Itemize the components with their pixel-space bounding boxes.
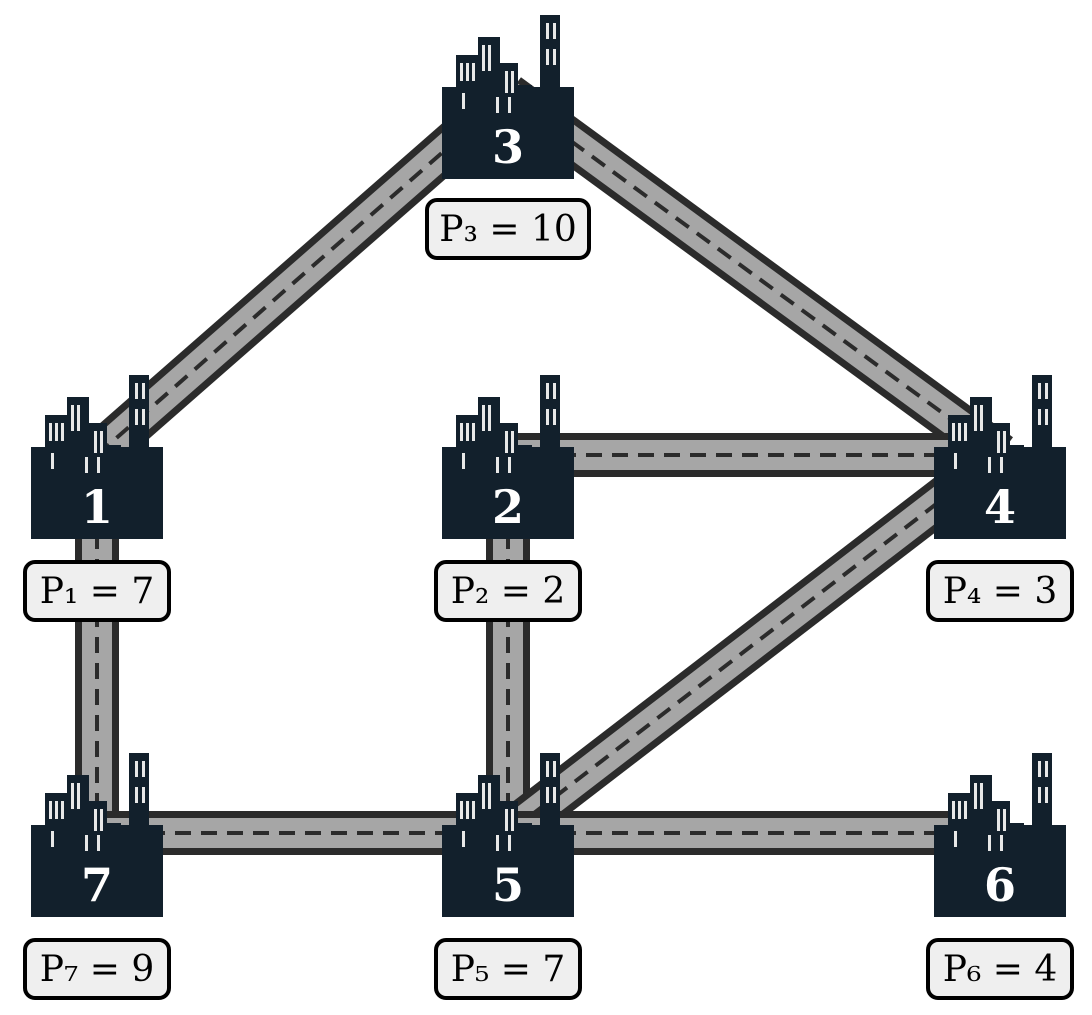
population-label-box bbox=[23, 938, 171, 1000]
city-building-icon bbox=[934, 753, 1066, 917]
road-surface bbox=[498, 443, 1010, 845]
population-label-box bbox=[425, 198, 591, 260]
population-label: P₄ = 3 bbox=[926, 560, 1074, 622]
city-building-icon bbox=[442, 15, 574, 179]
road-centerline bbox=[95, 93, 510, 457]
road-centerline bbox=[506, 93, 1002, 457]
population-label-text: P₇ = 9 bbox=[40, 949, 155, 990]
city-building-icon bbox=[442, 753, 574, 917]
city-building-icon bbox=[442, 375, 574, 539]
population-label-text: P₆ = 4 bbox=[943, 949, 1058, 990]
road-3-4 bbox=[495, 77, 1013, 473]
population-label-text: P₃ = 10 bbox=[439, 209, 577, 250]
road-1-3 bbox=[82, 78, 523, 472]
population-label: P₂ = 2 bbox=[434, 560, 582, 622]
city-node-7: 7 bbox=[31, 753, 163, 917]
city-number: 7 bbox=[81, 858, 113, 912]
city-number: 5 bbox=[492, 858, 524, 912]
city-node-4: 4 bbox=[934, 375, 1066, 539]
population-label-text: P₄ = 3 bbox=[943, 571, 1058, 612]
population-label: P₆ = 4 bbox=[926, 938, 1074, 1000]
population-label: P₁ = 7 bbox=[23, 560, 171, 622]
cities-layer: 1 P₁ = 7 2 P₂ = 2 3 P₃ = 10 4 P₄ = 3 5 P₅ = 7 6 P₆ … bbox=[23, 15, 1074, 1000]
city-node-5: 5 bbox=[442, 753, 574, 917]
city-node-1: 1 bbox=[31, 375, 163, 539]
population-label-box bbox=[23, 560, 171, 622]
population-label-box bbox=[926, 938, 1074, 1000]
population-label-box bbox=[434, 938, 582, 1000]
city-number: 2 bbox=[492, 480, 524, 534]
population-label-text: P₂ = 2 bbox=[451, 571, 566, 612]
population-label-text: P₁ = 7 bbox=[40, 571, 155, 612]
population-label: P₇ = 9 bbox=[23, 938, 171, 1000]
city-node-6: 6 bbox=[934, 753, 1066, 917]
city-number: 1 bbox=[81, 480, 113, 534]
population-label: P₅ = 7 bbox=[434, 938, 582, 1000]
city-building-icon bbox=[31, 753, 163, 917]
city-node-3: 3 bbox=[442, 15, 574, 179]
city-number: 3 bbox=[492, 120, 524, 174]
population-label-box bbox=[926, 560, 1074, 622]
city-building-icon bbox=[934, 375, 1066, 539]
population-label-text: P₅ = 7 bbox=[451, 949, 566, 990]
city-node-2: 2 bbox=[442, 375, 574, 539]
population-label-box bbox=[434, 560, 582, 622]
city-number: 4 bbox=[984, 480, 1016, 534]
population-label: P₃ = 10 bbox=[425, 198, 591, 260]
city-number: 6 bbox=[984, 858, 1016, 912]
city-building-icon bbox=[31, 375, 163, 539]
road-4-5 bbox=[494, 437, 1014, 851]
